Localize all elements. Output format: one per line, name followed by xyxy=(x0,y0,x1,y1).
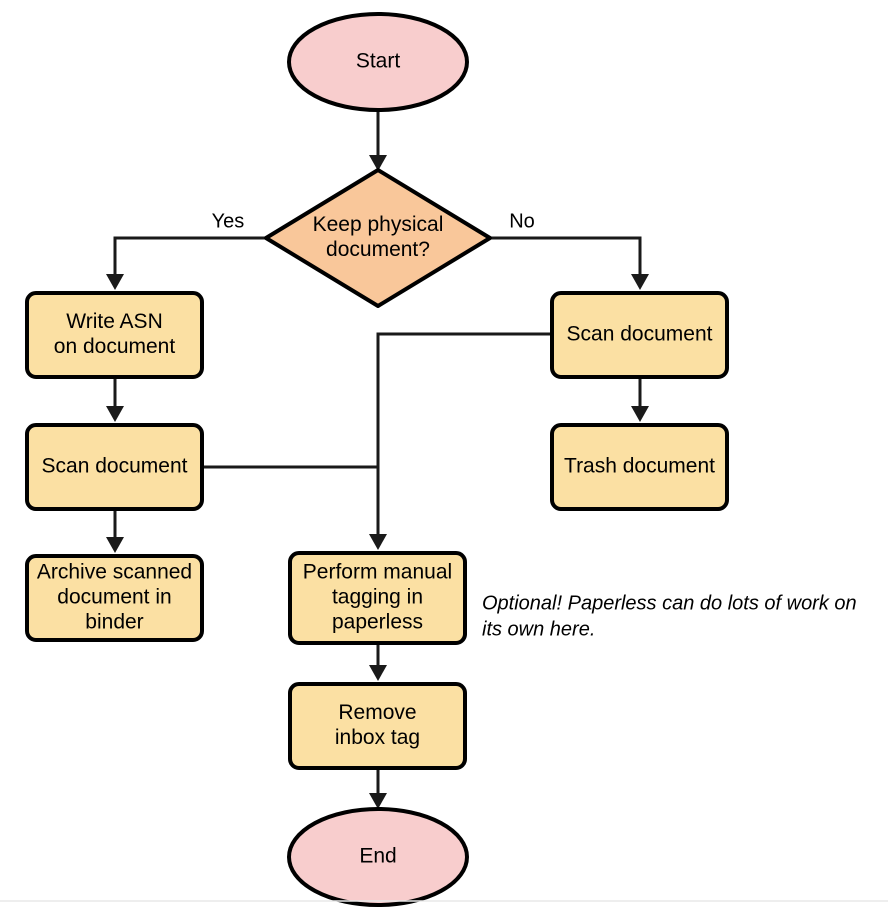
node-label-write_asn: Write ASN xyxy=(66,310,162,333)
process-shape xyxy=(288,682,467,770)
annotation-optional-note: Optional! Paperless can do lots of work … xyxy=(482,592,857,640)
edge-path xyxy=(490,236,642,282)
node-label-archive: Archive scanned xyxy=(37,561,192,584)
arrowhead-icon xyxy=(369,793,387,809)
arrowhead-icon xyxy=(631,406,649,422)
edge-scan-right-to-trash xyxy=(631,377,649,422)
node-label-write_asn: on document xyxy=(54,335,176,358)
edge-label-no: No xyxy=(509,210,535,232)
process-shape xyxy=(25,291,204,379)
arrowhead-icon xyxy=(369,534,387,550)
edge-scan-left-to-archive xyxy=(106,509,124,553)
edge-path xyxy=(113,236,266,282)
process-shape xyxy=(550,423,729,511)
edges-layer xyxy=(106,110,649,809)
node-label-tagging: paperless xyxy=(332,611,423,634)
annotation-line: its own here. xyxy=(482,618,595,640)
node-label-scan_right: Scan document xyxy=(567,323,713,346)
node-trash[interactable]: Trash document xyxy=(550,423,729,511)
process-shape xyxy=(550,291,729,379)
arrowhead-icon xyxy=(369,155,387,171)
node-label-tagging: Perform manual xyxy=(303,561,452,584)
node-label-archive: document in xyxy=(57,586,171,609)
node-label-trash: Trash document xyxy=(564,455,715,478)
node-label-scan_left: Scan document xyxy=(42,455,188,478)
arrowhead-icon xyxy=(106,274,124,290)
edge-decision-yes-to-write-asn xyxy=(106,236,266,290)
node-scan_left[interactable]: Scan document xyxy=(25,423,204,511)
edge-tagging-to-remove-tag xyxy=(369,643,387,681)
edge-decision-no-to-scan-right xyxy=(490,236,649,290)
edge-path xyxy=(376,332,552,542)
node-label-end: End xyxy=(359,845,396,868)
arrowhead-icon xyxy=(106,406,124,422)
node-label-decision: document? xyxy=(326,238,430,261)
node-label-remove_tag: Remove xyxy=(338,701,416,724)
edge-label-yes: Yes xyxy=(212,210,245,232)
node-label-archive: binder xyxy=(85,611,143,634)
arrowhead-icon xyxy=(631,274,649,290)
edge-start-to-decision xyxy=(369,110,387,171)
process-shape xyxy=(25,554,204,642)
process-shape xyxy=(288,551,467,645)
annotation-line: Optional! Paperless can do lots of work … xyxy=(482,592,857,614)
process-shape xyxy=(25,423,204,511)
node-label-start: Start xyxy=(356,50,401,73)
edge-remove-tag-to-end xyxy=(369,768,387,809)
node-scan_right[interactable]: Scan document xyxy=(550,291,729,379)
node-label-decision: Keep physical xyxy=(313,213,444,236)
node-start[interactable]: Start xyxy=(287,12,469,112)
edge-scan-right-to-tagging xyxy=(369,332,552,550)
decision-shape xyxy=(264,168,492,308)
node-label-remove_tag: inbox tag xyxy=(335,726,420,749)
edge-labels-layer: Yes No xyxy=(212,210,535,232)
annotations-layer: Optional! Paperless can do lots of work … xyxy=(482,592,857,640)
edge-write-asn-to-scan-left xyxy=(106,377,124,422)
terminator-shape xyxy=(287,807,469,907)
arrowhead-icon xyxy=(369,665,387,681)
node-end[interactable]: End xyxy=(287,807,469,907)
terminator-shape xyxy=(287,12,469,112)
node-label-tagging: tagging in xyxy=(332,586,423,609)
arrowhead-icon xyxy=(106,537,124,553)
